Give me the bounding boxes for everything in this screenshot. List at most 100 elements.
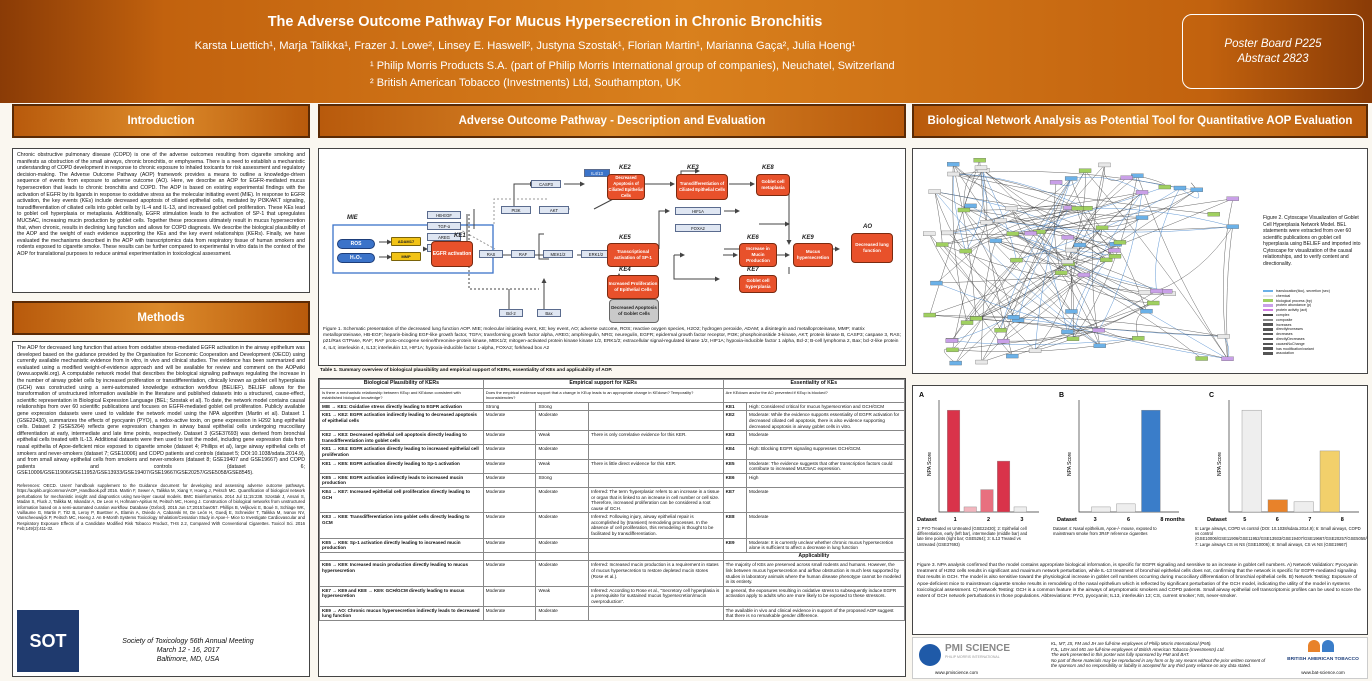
table-cell [588, 410, 724, 432]
network-edge [995, 189, 1197, 241]
legend-label: biological process (bp) [1276, 298, 1312, 303]
network-edge [1012, 233, 1107, 261]
hif1a-node: HIF1A [675, 207, 721, 215]
network-edge [976, 317, 1224, 337]
mie-label: MIE [347, 215, 358, 221]
ke2-label: KE2 [619, 165, 631, 171]
applicability-heading: Applicability [722, 551, 906, 562]
table-cell: Moderate [535, 560, 590, 587]
chart-bar [1116, 503, 1136, 513]
methods-text: The AOP for decreased lung function that… [17, 345, 305, 477]
legend-swatch [1263, 313, 1273, 317]
network-edge [966, 164, 1105, 323]
table-cell: Strong [535, 472, 590, 488]
ras-node: RAS [479, 250, 503, 258]
network-edge [947, 208, 1012, 234]
legend-label: protein activity (act) [1276, 308, 1308, 313]
table-row: KE2 → KE3: Decreased epithelial cell apo… [319, 430, 905, 446]
chart-panel-label: B [1059, 392, 1064, 399]
network-node [1005, 206, 1018, 211]
table-header-essentiality: Essentiality of KEs [722, 379, 906, 389]
network-node [923, 312, 936, 318]
network-node [1195, 356, 1208, 361]
aop-heading: Adverse Outcome Pathway - Description an… [318, 104, 906, 138]
table-cell: High: Blocking EGFR signaling suppresses… [746, 444, 905, 460]
chart-axis [1078, 400, 1179, 513]
pmi-url: www.pmiscience.com [935, 670, 979, 675]
network-edge [947, 207, 1070, 234]
table-cell: Moderate: It is currently unclear whethe… [746, 537, 905, 553]
table-cell: Moderate [535, 444, 590, 460]
meeting-dates: March 12 - 16, 2017 [156, 647, 220, 654]
table-cell [588, 537, 724, 553]
chart-tick-label: 2 [987, 517, 990, 523]
network-edge [953, 173, 1214, 215]
network-edge [952, 330, 1099, 351]
chart-bar [963, 506, 977, 513]
pmi-logo-subtext: PHILIP MORRIS INTERNATIONAL [945, 655, 1000, 659]
network-node [1093, 343, 1106, 348]
network-node [1226, 196, 1239, 201]
table-row: MIE → KE1: Oxidative stress directly lea… [319, 401, 905, 412]
bat-logo-mark [1291, 640, 1351, 658]
bax-node: Bax [537, 309, 561, 317]
meeting-name: Society of Toxicology 56th Annual Meetin… [122, 638, 254, 645]
network-node [1100, 257, 1113, 263]
network-node [969, 316, 983, 321]
network-node [959, 248, 972, 254]
kers-table: Biological Plausibility of KERs Empirica… [318, 378, 906, 677]
network-edge [951, 263, 1069, 341]
network-edge [979, 160, 1013, 357]
chart-bar [947, 409, 961, 513]
legend-item: protein activity (act) [1263, 308, 1367, 313]
network-node [1061, 329, 1074, 335]
table-cell: Moderate [746, 486, 905, 514]
network-edge [1067, 170, 1086, 262]
table-cell: KE5 → KE6: Sp-1 activation directly lead… [319, 537, 484, 553]
methods-box: The AOP for decreased lung function that… [12, 341, 310, 677]
table-cell: High: Considered critical for mucus hype… [746, 401, 905, 412]
legend-item: increases [1263, 323, 1367, 328]
network-node [1055, 270, 1068, 275]
table-cell: KE1 [722, 401, 748, 412]
network-node [975, 359, 988, 365]
chart-bar [1267, 499, 1288, 513]
legend-swatch [1263, 328, 1273, 331]
chart-tick-label: 7 [1308, 517, 1311, 523]
legend-label: causesNoChange [1276, 341, 1305, 346]
table-cell: Moderate: The evidence suggests that oth… [746, 458, 905, 474]
table-cell: Inferred: Increased mucin production is … [588, 560, 724, 587]
disclosure-pmi: KL, MT, JS, FM and JH are full-time empl… [1051, 641, 1212, 646]
disclosure-sponsor: The work presented in this poster was fu… [1051, 652, 1190, 658]
table-cell: Moderate [482, 560, 537, 587]
network-edge [1137, 175, 1228, 359]
network-edge [980, 167, 1017, 261]
table-subheader-2: Does the empirical evidence support that… [482, 387, 724, 403]
network-edge [965, 170, 985, 252]
network-node [1150, 288, 1163, 294]
network-node [1113, 240, 1127, 245]
network-edge [955, 178, 1072, 364]
network-edge [1000, 220, 1233, 233]
npa-notes-b: Dataset 4: Nasal epithelium, Apoe-/- mou… [1053, 526, 1157, 537]
ke5-node: Transcriptional activation of SP-1 [607, 243, 659, 267]
chart-bar [997, 460, 1011, 513]
table-row: KE7 → KE9 and KE8 → KE9: GCH/GCM directl… [319, 585, 906, 607]
table-cell: KE7 [722, 486, 748, 514]
network-node [1226, 224, 1239, 229]
chart-bar [1319, 450, 1340, 513]
network-edge [951, 338, 1139, 345]
network-edge [970, 205, 1228, 360]
network-edge [1017, 207, 1070, 321]
network-edge [1098, 192, 1143, 331]
network-edge [976, 242, 1121, 319]
network-node [994, 218, 1007, 223]
aop-diagram: MIE ROS H₂O₂ ADAM17 MMP HB-EGF TGF-α ARE… [318, 148, 906, 366]
network-figure: Figure 2. Cytoscape Visualization of Gob… [912, 148, 1368, 374]
network-edge [1071, 176, 1143, 193]
legend-swatch [1263, 294, 1273, 298]
hbegf-node: HB-EGF [427, 211, 461, 219]
network-edge [995, 240, 1072, 255]
network-edge [981, 255, 1116, 363]
